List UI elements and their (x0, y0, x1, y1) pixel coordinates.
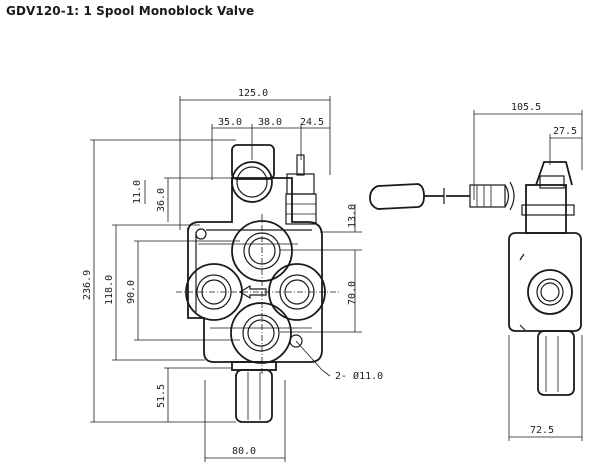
side-view (369, 110, 583, 441)
dim-port-spacing-1: 35.0 (218, 117, 242, 128)
dim-port-vertical: 90.0 (126, 280, 137, 304)
dim-bottom-width: 80.0 (232, 446, 256, 457)
dim-overall-height: 236.9 (82, 270, 93, 300)
dim-port-spacing-2: 38.0 (258, 117, 282, 128)
front-view (90, 96, 362, 462)
dim-top-small: 11.0 (132, 180, 143, 204)
dim-side-bottom: 72.5 (530, 425, 554, 436)
dim-side-width: 105.5 (511, 102, 541, 113)
dim-mount-holes: 2- Ø11.0 (335, 370, 383, 382)
dim-overall-width: 125.0 (238, 88, 268, 99)
dim-right-13: 13.0 (347, 204, 358, 228)
dim-body-height: 118.0 (104, 275, 115, 305)
dim-right-70: 70.0 (347, 281, 358, 305)
dim-side-top: 27.5 (553, 126, 577, 137)
dim-port-spacing-3: 24.5 (300, 117, 324, 128)
dim-bottom-51: 51.5 (156, 384, 167, 408)
diagram-title: GDV120-1: 1 Spool Monoblock Valve (6, 4, 255, 18)
dim-top-offset: 36.0 (156, 188, 167, 212)
